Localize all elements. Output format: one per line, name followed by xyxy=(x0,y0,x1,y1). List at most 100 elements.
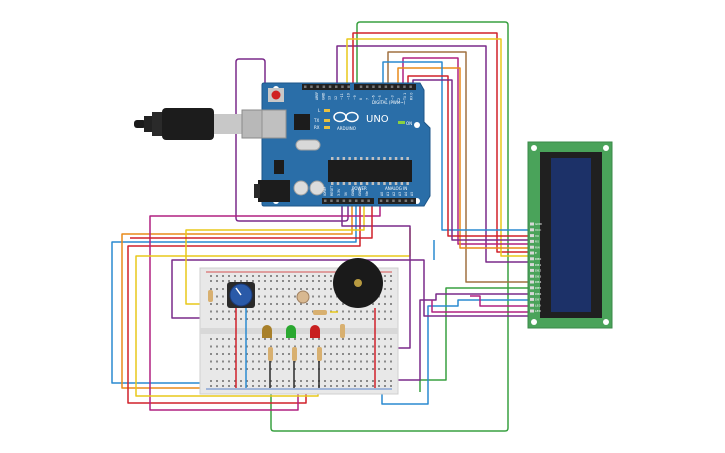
wire-red-top xyxy=(352,32,540,253)
breadboard-hole xyxy=(306,280,308,282)
power-pin-label: 3.3V xyxy=(337,188,341,196)
header-hole xyxy=(324,199,327,202)
breadboard-hole xyxy=(252,360,254,363)
breadboard-hole xyxy=(252,275,254,277)
breadboard-hole xyxy=(300,360,302,363)
breadboard-hole xyxy=(312,303,314,305)
digital-pin-label: ~5 xyxy=(378,95,382,100)
breadboard-hole xyxy=(234,380,236,382)
lcd-pin-label: DB3 xyxy=(535,274,541,278)
lcd-pin-label: DB1 xyxy=(535,263,541,267)
breadboard-hole xyxy=(354,338,356,340)
breadboard-hole xyxy=(330,275,332,277)
breadboard-hole xyxy=(372,303,374,305)
breadboard-hole xyxy=(354,360,356,363)
breadboard-hole xyxy=(324,368,326,370)
breadboard-hole xyxy=(288,295,290,298)
breadboard-hole xyxy=(288,353,290,355)
breadboard-hole xyxy=(216,318,218,320)
breadboard-hole xyxy=(330,353,332,355)
breadboard-hole xyxy=(210,385,212,387)
breadboard-hole xyxy=(384,318,386,320)
breadboard-hole xyxy=(264,353,266,355)
breadboard-hole xyxy=(390,310,392,313)
breadboard-hole xyxy=(210,338,212,340)
breadboard-hole xyxy=(342,368,344,370)
breadboard-hole xyxy=(366,318,368,320)
breadboard-hole xyxy=(270,345,272,348)
breadboard-hole xyxy=(222,338,224,340)
breadboard-hole xyxy=(342,310,344,313)
breadboard-hole xyxy=(258,345,260,348)
breadboard-hole xyxy=(228,380,230,382)
breadboard-hole xyxy=(330,360,332,363)
lcd-pin xyxy=(530,245,534,249)
header-hole xyxy=(336,199,339,202)
breadboard-hole xyxy=(264,280,266,282)
breadboard-hole xyxy=(366,338,368,340)
chip-pin xyxy=(342,157,346,160)
wire-green-lcd xyxy=(419,287,540,392)
breadboard-hole xyxy=(366,380,368,382)
breadboard-hole xyxy=(216,338,218,340)
breadboard-hole xyxy=(348,385,350,387)
breadboard-hole xyxy=(246,275,248,277)
analog-pin-label: A0 xyxy=(380,192,384,196)
breadboard-hole xyxy=(234,338,236,340)
breadboard-hole xyxy=(240,360,242,363)
breadboard-hole xyxy=(234,345,236,348)
lcd-pin xyxy=(530,257,534,261)
breadboard-hole xyxy=(210,345,212,348)
usb-collar xyxy=(152,112,162,136)
reset-button[interactable] xyxy=(271,90,281,100)
breadboard-hole xyxy=(342,360,344,363)
breadboard-hole xyxy=(264,275,266,277)
breadboard-hole xyxy=(264,310,266,313)
breadboard-hole xyxy=(336,360,338,363)
wire-purple-left xyxy=(235,58,349,222)
lcd-pin xyxy=(530,297,534,301)
breadboard-hole xyxy=(258,288,260,290)
breadboard-hole xyxy=(360,338,362,340)
breadboard-hole xyxy=(222,288,224,290)
breadboard-hole xyxy=(288,338,290,340)
lcd-pin-label: DB0 xyxy=(535,257,541,261)
breadboard-hole xyxy=(270,318,272,320)
breadboard-hole xyxy=(246,318,248,320)
lcd-pin-label: E xyxy=(535,251,537,255)
breadboard-hole xyxy=(300,385,302,387)
breadboard-hole xyxy=(360,353,362,355)
breadboard-hole xyxy=(210,380,212,382)
breadboard-hole xyxy=(270,380,272,382)
chip-pin xyxy=(406,157,409,160)
analog-header xyxy=(378,198,416,204)
breadboard-hole xyxy=(288,368,290,370)
breadboard-hole xyxy=(384,385,386,387)
lcd-pin-label: LED xyxy=(535,309,542,313)
breadboard-hole xyxy=(246,385,248,387)
atmega-chip xyxy=(328,160,412,182)
wire-purple-right xyxy=(412,79,540,241)
chip-pin xyxy=(365,182,369,185)
breadboard-hole xyxy=(390,338,392,340)
breadboard-hole xyxy=(210,275,212,277)
header-hole xyxy=(367,199,370,202)
breadboard-hole xyxy=(228,385,230,387)
wire-magenta-lcd xyxy=(470,295,540,307)
resistor xyxy=(292,347,297,361)
analog-pin-label: A4 xyxy=(404,192,408,196)
breadboard-hole xyxy=(384,338,386,340)
header-hole xyxy=(310,85,313,88)
breadboard-hole xyxy=(276,288,278,290)
header-hole xyxy=(348,199,352,202)
wire-purple-lcd xyxy=(390,293,540,381)
arduino-logo: ARDUINO xyxy=(333,111,359,131)
breadboard-hole xyxy=(282,318,284,320)
wire-red-right xyxy=(407,75,540,237)
lcd-pin xyxy=(530,268,534,272)
wire-brown xyxy=(387,51,540,283)
breadboard-hole xyxy=(264,295,266,298)
digital-pin-label: GND xyxy=(321,92,325,100)
breadboard-hole xyxy=(282,310,284,313)
